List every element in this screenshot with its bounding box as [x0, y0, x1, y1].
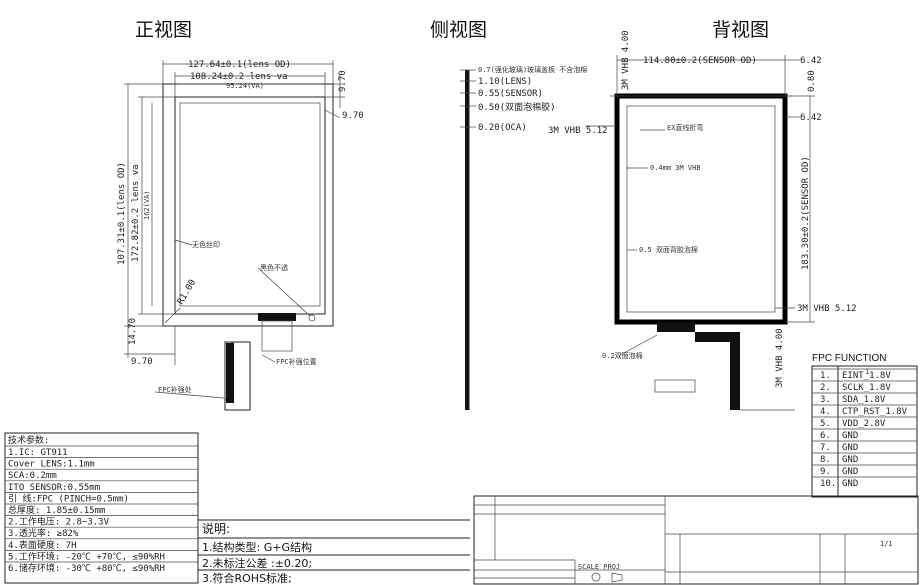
specs-title: 技术参数: [8, 434, 49, 446]
note-fold: EX直线折弯 [667, 123, 703, 132]
fpc-pin-name: CTP_RST_1.8V [842, 407, 908, 417]
spec-row: ITO SENSOR:0.55mm [8, 483, 100, 493]
note-bottom: FPC补强处 [158, 385, 192, 394]
spec-row: 3.透光率: ≥82% [8, 527, 79, 539]
fpc-pin-name: VDD_2.8V [842, 419, 886, 429]
side-view-title: 侧视图 [430, 19, 487, 41]
dim-left-gap: 14.70 [128, 318, 138, 345]
spec-row: 4.表面硬度: 7H [8, 539, 77, 551]
front-view-title: 正视图 [135, 19, 192, 41]
note-foam: 0.4mm 3M VHB [650, 164, 701, 172]
notes-title: 说明: [202, 521, 230, 536]
fpc-pin-name: SDA_1.8V [842, 395, 886, 405]
fpc-pin-number: 3. [820, 395, 831, 405]
fpc-table-header: 1 [865, 368, 869, 376]
dim-right-top2: 0.80 [807, 70, 817, 92]
fpc-back-tail [695, 332, 740, 410]
lens-va-outline [174, 96, 326, 315]
stack-3: 0.55(SENSOR) [478, 89, 543, 99]
fpc-pin-name: SCLK_1.8V [842, 383, 891, 393]
dim-sensor-va: 95.24(VA) [226, 82, 264, 90]
notes-box: 说明: 1.结构类型: G+G结构 2.未标注公差 :±0.20; 3.符合RO… [198, 521, 470, 585]
fpc-rows: 1. EINT_1.8V 2. SCLK_1.8V 3. SDA_1.8V 4. CTP_RS… [812, 368, 917, 489]
dim-left-tape: 3M VHB 5.12 [548, 126, 608, 136]
sensor-va-outline [179, 102, 321, 307]
specs-box: 技术参数: [4, 432, 470, 584]
fpc-pin-number: 2. [820, 383, 831, 393]
stack-labels: 0.7(强化玻璃)玻璃盖板 不含泡棉 1.10(LENS) 0.55(SENSO… [460, 65, 587, 133]
back-view-title: 背视图 [712, 19, 769, 41]
dim-height-sensor-back: 183.30±0.2(SENSOR OD) [801, 156, 811, 270]
note-glue: 无色丝印 [192, 240, 220, 249]
title-block: SCALE PROJ 1/1 [473, 495, 919, 585]
dim-right-gap: 9.70 [342, 111, 364, 121]
note-back-bottom: 0.2双面泡棉 [602, 351, 643, 360]
sensor-outline-back [626, 105, 776, 313]
dim-lens-va: 108.24±0.2 lens va [190, 72, 288, 82]
spec-row: 5.工作环境: -20℃ +70℃, ≤90%RH [8, 550, 165, 562]
spec-row: 2.工作电压: 2.8~3.3V [8, 516, 110, 528]
note-3: 3.符合ROHS标准; [202, 571, 292, 585]
spec-row: 引 线:FPC (PINCH=0.5mm) [8, 492, 129, 504]
side-profile [465, 70, 469, 410]
fpc-pin-name: GND [842, 443, 858, 453]
fpc-table-title: FPC FUNCTION [812, 353, 886, 364]
fpc-back-connector [657, 322, 695, 332]
note-2: 2.未标注公差 :±0.20; [202, 556, 312, 570]
fpc-connector [258, 313, 296, 321]
fpc-pin-name: GND [842, 467, 858, 477]
note-tape: 0.5 双面背胶泡棉 [639, 245, 698, 254]
fpc-pin-number: 9. [820, 467, 831, 477]
fpc-pin-number: 5. [820, 419, 831, 429]
spec-row: Cover LENS:1.1mm [8, 460, 95, 470]
spec-row: SCA:0.2mm [8, 471, 57, 481]
note-hole: 黑色不透 [260, 263, 288, 272]
dim-lens-od: 127.64±0.1(lens OD) [188, 60, 291, 70]
fpc-function-table: FPC FUNCTION 1 [811, 353, 918, 498]
note-fpc: FPC补强位置 [276, 357, 317, 366]
stack-1: 0.7(强化玻璃)玻璃盖板 不含泡棉 [478, 65, 587, 74]
projection-symbol-icon [591, 572, 601, 582]
spec-row: 总厚度: 1.85±0.15mm [8, 504, 105, 516]
stack-5: 0.20(OCA) [478, 123, 527, 133]
projection-cone-icon [611, 572, 623, 583]
stack-2: 1.10(LENS) [478, 77, 532, 87]
dim-right-top: 6.42 [800, 56, 822, 66]
front-view: 127.64±0.1(lens OD) 108.24±0.2 lens va 9… [117, 60, 364, 411]
revision-label: 1/1 [880, 540, 893, 548]
dim-tape-top: 3M VHB 4.00 [621, 30, 631, 90]
back-view: 114.80±0.2(SENSOR OD) 3M VHB 4.00 6.42 0… [548, 30, 857, 411]
fpc-pin-number: 8. [820, 455, 831, 465]
dim-height-sensor: 162(VA) [143, 190, 151, 220]
fpc-pin-name: EINT_1.8V [842, 371, 891, 381]
spec-row: 1.IC: GT911 [8, 448, 68, 458]
mark-hole-icon [308, 314, 316, 322]
fpc-pin-name: GND [842, 479, 858, 489]
fpc-pin-number: 7. [820, 443, 831, 453]
dim-top-gap: 9.70 [338, 70, 348, 92]
fpc-pin-name: GND [842, 431, 858, 441]
dim-bottom-gap: 9.70 [131, 357, 153, 367]
radius-label: R1.00 [176, 278, 198, 306]
dim-bottom-tape: 3M VHB 4.00 [775, 328, 785, 388]
fpc-pin-number: 1. [820, 371, 831, 381]
side-view: 0.7(强化玻璃)玻璃盖板 不含泡棉 1.10(LENS) 0.55(SENSO… [460, 65, 587, 410]
dim-height-va: 172.82±0.2 lens va [131, 164, 141, 262]
spec-row: 6.储存环境: -30℃ +80℃, ≤90%RH [8, 562, 165, 574]
stack-4: 0.50(双面泡棉胶) [478, 101, 556, 113]
dim-sensor-od: 114.80±0.2(SENSOR OD) [643, 56, 757, 66]
fpc-tail [226, 343, 234, 403]
scale-proj-label: SCALE PROJ [578, 563, 620, 571]
fpc-pin-number: 10. [820, 479, 836, 489]
note-1: 1.结构类型: G+G结构 [202, 540, 312, 554]
dim-right-mid: 6.42 [800, 113, 822, 123]
dim-height-od: 107.31±0.1(lens OD) [117, 162, 127, 265]
dim-right-bottom-tape: 3M VHB 5.12 [797, 304, 857, 314]
fpc-pin-name: GND [842, 455, 858, 465]
fpc-pin-number: 4. [820, 407, 831, 417]
fpc-pin-number: 6. [820, 431, 831, 441]
